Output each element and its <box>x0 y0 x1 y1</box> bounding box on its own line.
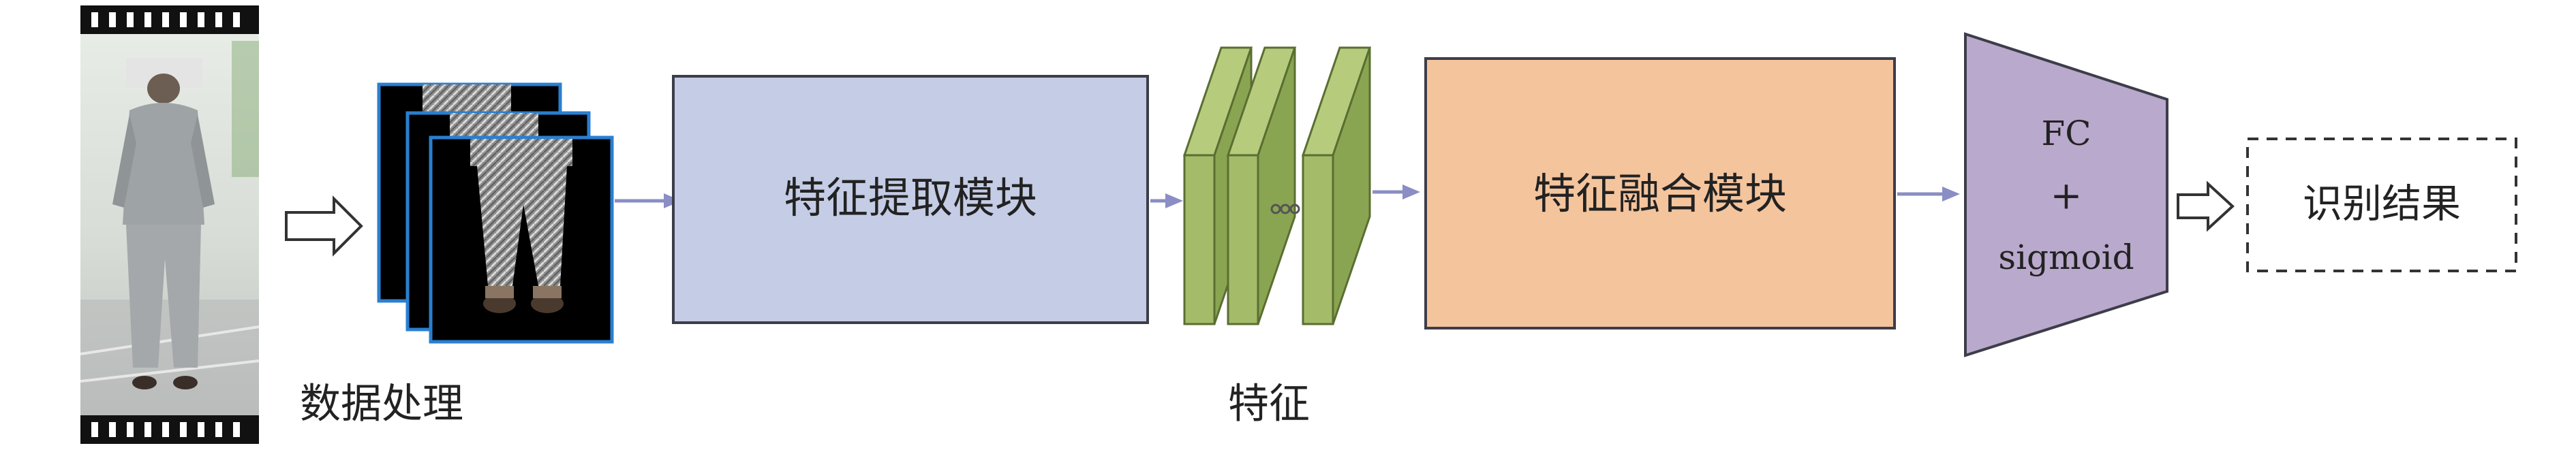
hollow-arrow-icon <box>2177 180 2235 232</box>
film-strip-bottom <box>80 415 259 444</box>
sigmoid-label: sigmoid <box>1998 238 2134 277</box>
feature-fusion-module: 特征融合模块 <box>1424 57 1896 330</box>
feature-fusion-label: 特征融合模块 <box>1533 169 1787 219</box>
person-figure <box>112 58 215 389</box>
input-video-frame <box>80 5 260 444</box>
processed-frames-stack <box>377 82 614 344</box>
feature-extraction-label: 特征提取模块 <box>784 173 1037 223</box>
fc-label: FC <box>2042 114 2091 153</box>
film-strip-top-holes <box>91 12 240 27</box>
feature-map-2 <box>1226 46 1297 325</box>
feature-maps <box>1182 46 1372 325</box>
fc-sigmoid-block: FC + sigmoid <box>1964 32 2168 357</box>
recognition-result-label: 识别结果 <box>2303 180 2461 227</box>
ellipsis-dots <box>1270 204 1300 214</box>
recognition-result-box: 识别结果 <box>2246 138 2517 272</box>
film-strip-bottom-holes <box>91 422 240 437</box>
data-processing-label: 数据处理 <box>300 381 463 428</box>
feature-map-3 <box>1301 46 1372 325</box>
processed-frame-front <box>429 135 614 344</box>
hollow-arrow-icon <box>285 195 363 257</box>
film-strip-top <box>80 5 259 34</box>
plus-label: + <box>2051 174 2083 219</box>
features-label: 特征 <box>1228 381 1310 428</box>
feature-extraction-module: 特征提取模块 <box>672 75 1149 324</box>
